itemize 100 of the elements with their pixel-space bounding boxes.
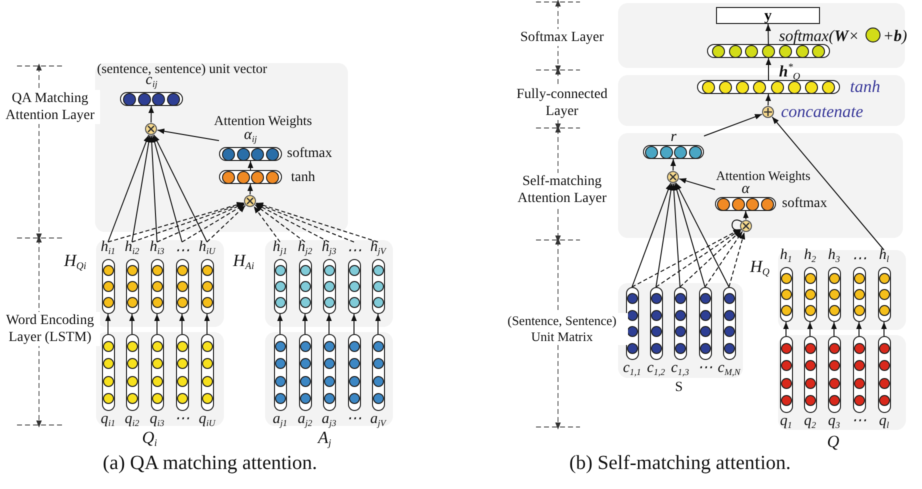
vector-bar — [707, 44, 830, 58]
arrow — [807, 322, 813, 336]
vector-label: α — [742, 181, 750, 197]
token-label: h$_{j3}$ — [322, 239, 336, 258]
token-label: ⋯ — [346, 243, 362, 259]
token-label: h$_{1}$ — [780, 247, 792, 266]
arrow — [351, 314, 357, 334]
arrow — [326, 314, 332, 334]
arrow — [632, 228, 741, 288]
token-label: a$_{j3}$ — [322, 411, 336, 430]
arrow — [743, 210, 749, 220]
token-label: h$_{i3}$ — [150, 239, 164, 258]
group-label: A$_{j}$ — [318, 428, 332, 451]
formula-text: softmax(W× — [779, 27, 860, 46]
token-label: ⋯ — [346, 411, 362, 427]
token-label: h$_{j2}$ — [298, 239, 312, 258]
annotation-label: (sentence, sentence) unit vector — [97, 61, 268, 76]
arrow — [132, 202, 244, 242]
arrow — [256, 202, 354, 242]
group-label: H$_{Q}$ — [750, 257, 770, 280]
arrow — [632, 182, 672, 288]
arrow — [108, 134, 150, 242]
arrow — [153, 134, 208, 242]
token-label: c$_{1,3}$ — [671, 360, 689, 379]
token-label: q$_{2}$ — [804, 413, 816, 432]
arrow — [132, 134, 152, 242]
arrow — [206, 205, 246, 242]
function-label: softmax — [287, 146, 332, 162]
loop-arrow — [732, 219, 742, 234]
function-label: tanh — [291, 170, 316, 186]
arrow — [766, 58, 772, 80]
arrow — [255, 204, 330, 242]
output-box: y — [716, 7, 820, 24]
arrow — [256, 202, 378, 242]
annotation-label: Attention Weights — [716, 168, 810, 184]
arrow — [302, 314, 308, 334]
vector-bar — [219, 170, 282, 184]
function-label: concatenate — [781, 104, 864, 120]
token-label: c$_{M,N}$ — [718, 360, 740, 379]
arrow — [248, 160, 254, 170]
token-label: h$_{i1}$ — [100, 239, 116, 258]
arrow — [678, 178, 716, 190]
figure-caption: (b) Self-matching attention. — [568, 452, 792, 475]
token-label: c$_{1,1}$ — [623, 360, 641, 379]
function-label: softmax — [782, 196, 828, 212]
token-label: ⋯ — [852, 251, 866, 267]
arrow — [704, 230, 743, 288]
group-label: H$_{Qi}$ — [64, 251, 86, 274]
token-label: q$_{i2}$ — [124, 411, 140, 430]
token-label: h$_{l}$ — [878, 247, 889, 266]
arrow — [129, 314, 135, 334]
arrow — [856, 322, 862, 336]
arrow — [671, 183, 680, 288]
annotation-label: Attention Weights — [214, 113, 312, 130]
token-label: q$_{3}$ — [828, 413, 840, 432]
formula-text: +b) — [883, 27, 908, 46]
token-label: h$_{jV}$ — [370, 239, 386, 258]
arrow — [156, 203, 245, 242]
token-label: q$_{1}$ — [780, 413, 792, 432]
group-label: H$_{Ai}$ — [233, 251, 254, 274]
token-label: ⋯ — [174, 243, 190, 259]
arrow — [656, 182, 674, 288]
token-label: h$_{3}$ — [828, 247, 840, 266]
token-label: h$_{2}$ — [804, 247, 816, 266]
arrow — [680, 230, 742, 288]
arrow — [765, 94, 772, 106]
token-label: a$_{j1}$ — [272, 411, 288, 430]
arrow — [152, 134, 182, 242]
token-label: c$_{1,2}$ — [647, 360, 665, 379]
token-label: q$_{i1}$ — [100, 411, 116, 430]
arrow — [148, 106, 154, 123]
token-label: ⋯ — [698, 360, 712, 376]
arrow — [253, 206, 280, 242]
arrow — [783, 322, 789, 336]
token-label: ⋯ — [174, 411, 190, 427]
token-label: a$_{jV}$ — [370, 411, 386, 430]
arrow — [675, 182, 730, 288]
vector-bar — [697, 80, 840, 94]
token-label: q$_{i3}$ — [150, 411, 164, 430]
token-label: a$_{j2}$ — [298, 411, 312, 430]
group-label: Q$_{i}$ — [142, 428, 158, 451]
arrow — [154, 314, 160, 334]
figure-caption: (a) QA matching attention. — [102, 452, 318, 475]
token-label: h$_{iU}$ — [198, 239, 216, 258]
arrow — [204, 314, 210, 334]
arrow — [277, 314, 283, 334]
arrow — [728, 232, 746, 288]
token-label: ⋯ — [852, 413, 866, 429]
token-label: q$_{iU}$ — [198, 411, 216, 430]
arrow — [674, 182, 706, 288]
arrow — [670, 158, 676, 171]
arrow — [247, 184, 253, 195]
arrow — [831, 322, 837, 336]
group-label: Q — [827, 432, 840, 452]
vector-label: α$_{ij}$ — [244, 127, 257, 146]
vector-label: r — [670, 129, 676, 145]
function-label: tanh — [850, 79, 880, 95]
arrow — [375, 314, 381, 334]
arrow — [182, 204, 245, 242]
token-label: h$_{i2}$ — [124, 239, 140, 258]
